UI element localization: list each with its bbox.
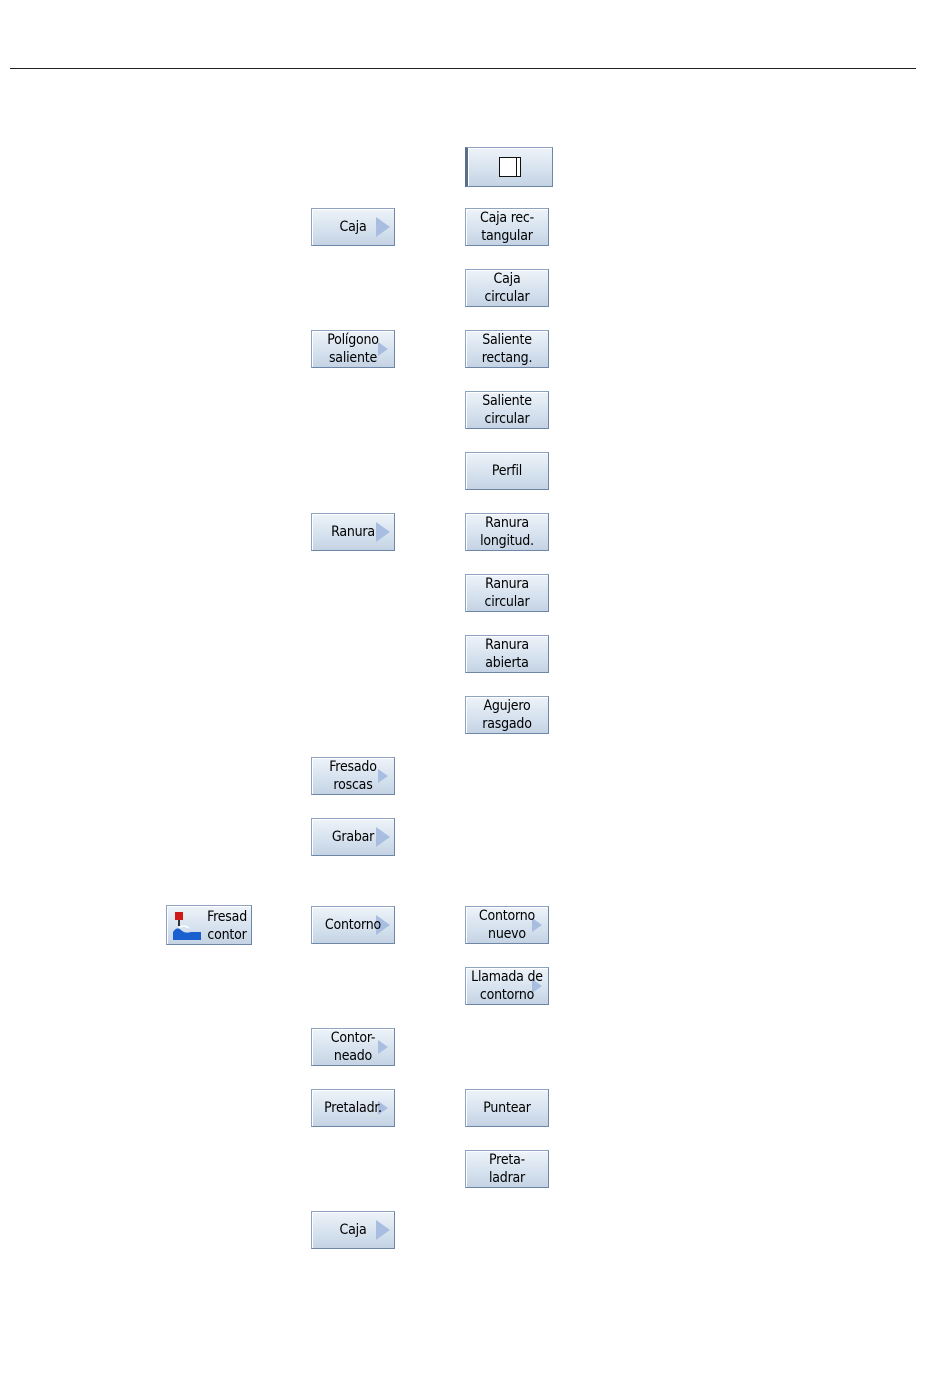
submenu-arrow-icon [376,217,390,237]
pretaladr-button[interactable]: Pretaladr. [311,1089,395,1127]
submenu-arrow-icon [378,1040,388,1054]
grabar-button[interactable]: Grabar [311,818,395,856]
perfil-label: Perfil [491,463,523,479]
caja-rectangular-button[interactable]: Caja rec- tangular [465,208,549,246]
submenu-arrow-icon [376,522,390,542]
caja-rectangular-label: Caja rec- tangular [479,210,535,244]
pretaladrar-label: Preta- ladrar [488,1152,526,1186]
puntear-label: Puntear [483,1100,531,1116]
caja-circular-button[interactable]: Caja circular [465,269,549,307]
agujero-rasgado-label: Agujero rasgado [482,698,532,732]
poligono-saliente-button[interactable]: Polígono saliente [311,330,395,368]
fresado-roscas-label: Fresado roscas [329,759,377,793]
fresad-contor-button[interactable]: Fresad contor [166,905,252,945]
ranura-longitud-button[interactable]: Ranura longitud. [465,513,549,551]
caja-button[interactable]: Caja [311,208,395,246]
ranura-label: Ranura [331,524,375,540]
saliente-circular-label: Saliente circular [482,393,532,427]
contorno-button[interactable]: Contorno [311,906,395,944]
ranura-abierta-label: Ranura abierta [485,637,529,671]
header-rule [10,68,916,69]
submenu-arrow-icon [378,1101,388,1115]
submenu-arrow-icon [376,1220,390,1240]
submenu-arrow-icon [378,342,388,356]
ranura-abierta-button[interactable]: Ranura abierta [465,635,549,673]
caja-button-2[interactable]: Caja [311,1211,395,1249]
perfil-button[interactable]: Perfil [465,452,549,490]
contorneado-label: Contor- neado [330,1030,376,1064]
pretaladrar-button[interactable]: Preta- ladrar [465,1150,549,1188]
contorneado-button[interactable]: Contor- neado [311,1028,395,1066]
poligono-saliente-label: Polígono saliente [327,332,379,366]
ranura-button[interactable]: Ranura [311,513,395,551]
submenu-arrow-icon [532,918,542,932]
puntear-button[interactable]: Puntear [465,1089,549,1127]
llamada-contorno-button[interactable]: Llamada de contorno [465,967,549,1005]
submenu-arrow-icon [376,827,390,847]
window-square-icon [499,157,521,177]
ranura-circular-button[interactable]: Ranura circular [465,574,549,612]
contour-milling-icon [173,912,201,940]
saliente-circular-button[interactable]: Saliente circular [465,391,549,429]
contorno-nuevo-label: Contorno nuevo [478,908,536,942]
caja-label-2: Caja [339,1222,367,1238]
fresad-contor-label: Fresad contor [207,909,247,943]
window-button[interactable] [465,147,553,187]
submenu-arrow-icon [532,979,542,993]
ranura-longitud-label: Ranura longitud. [480,515,534,549]
agujero-rasgado-button[interactable]: Agujero rasgado [465,696,549,734]
ranura-circular-label: Ranura circular [484,576,530,610]
grabar-label: Grabar [331,829,375,845]
saliente-rectang-button[interactable]: Saliente rectang. [465,330,549,368]
submenu-arrow-icon [378,769,388,783]
caja-label: Caja [339,219,367,235]
caja-circular-label: Caja circular [484,271,530,305]
contorno-label: Contorno [324,917,382,933]
pretaladr-label: Pretaladr. [324,1100,382,1116]
contorno-nuevo-button[interactable]: Contorno nuevo [465,906,549,944]
submenu-arrow-icon [376,915,390,935]
llamada-contorno-label: Llamada de contorno [471,969,543,1003]
saliente-rectang-label: Saliente rectang. [481,332,533,366]
fresado-roscas-button[interactable]: Fresado roscas [311,757,395,795]
